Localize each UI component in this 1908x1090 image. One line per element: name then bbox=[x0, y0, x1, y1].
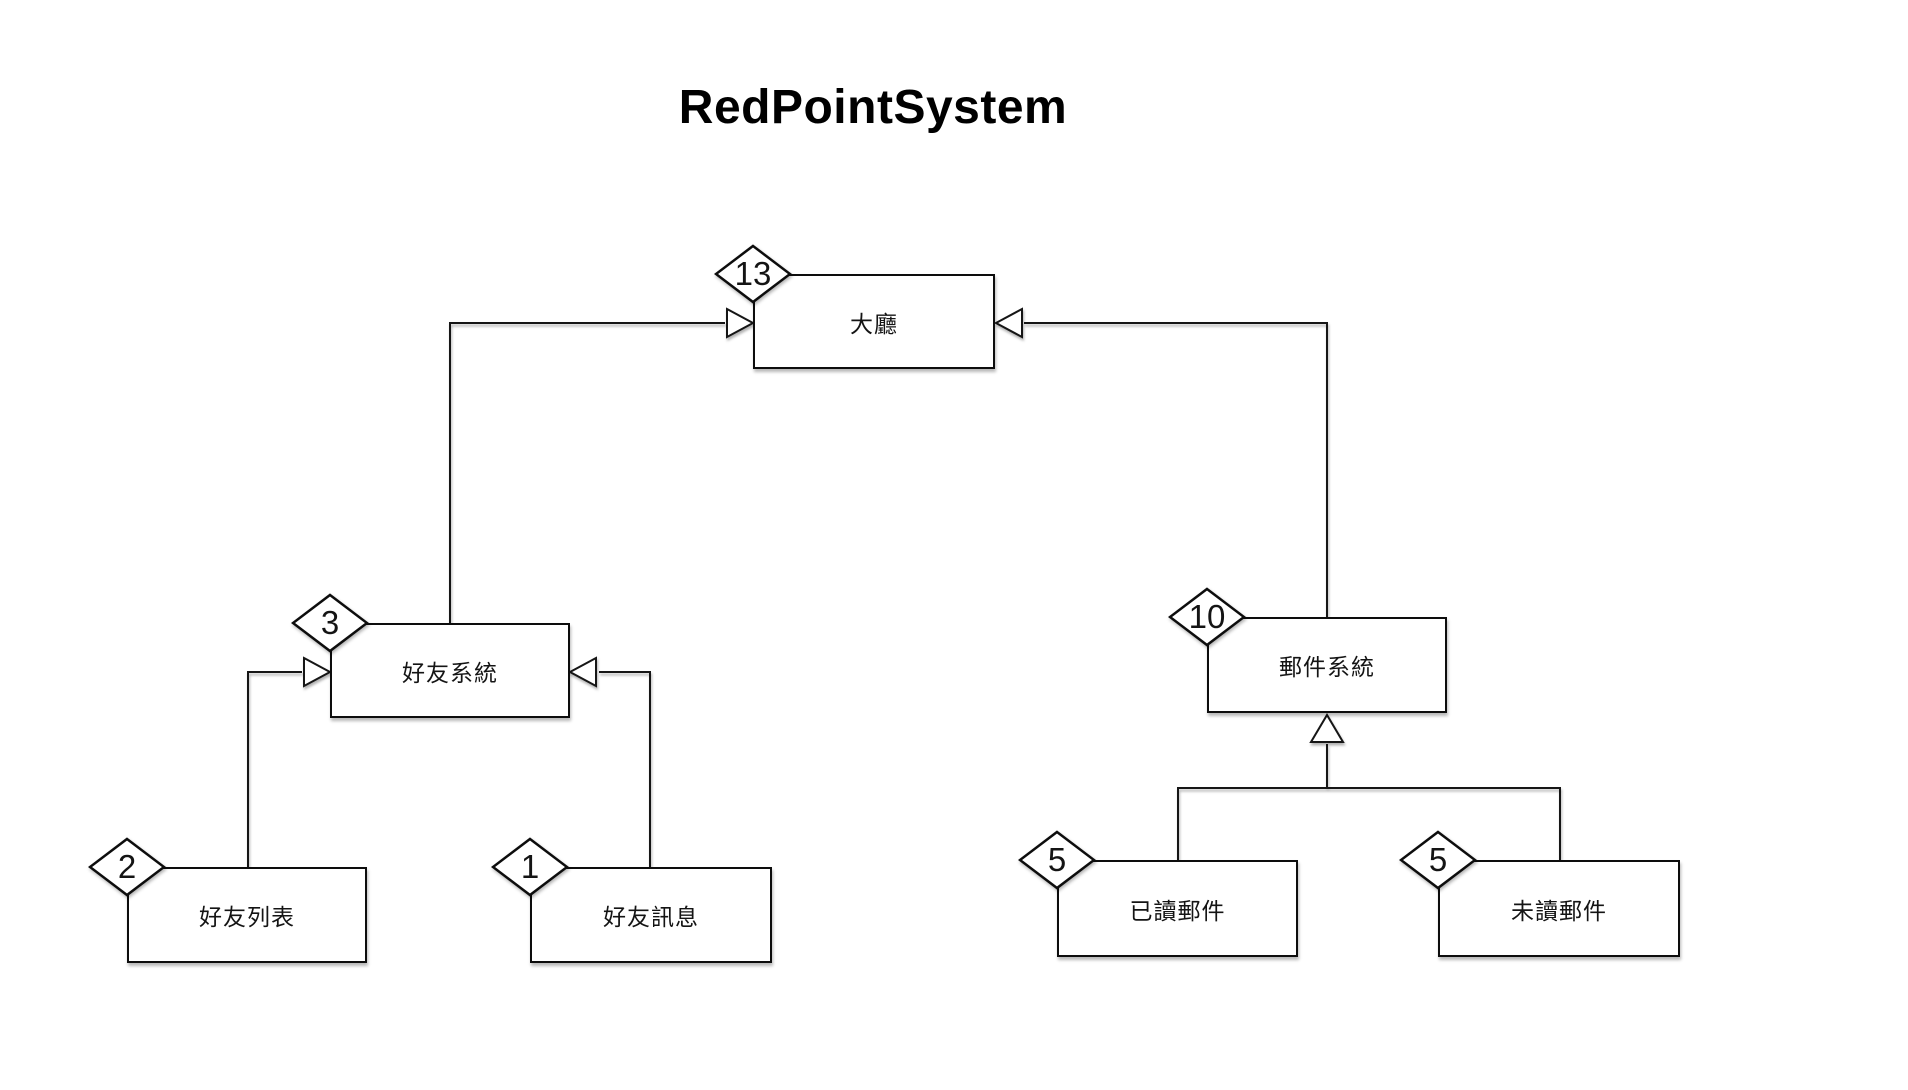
diamond-icon bbox=[1018, 830, 1096, 890]
node-friend-list: 好友列表 2 bbox=[88, 837, 367, 963]
node-lobby-count-badge: 13 bbox=[714, 244, 792, 304]
node-lobby-count: 13 bbox=[734, 255, 772, 292]
diamond-icon bbox=[714, 244, 792, 304]
node-read-mail-count-badge: 5 bbox=[1018, 830, 1096, 890]
diamond-icon bbox=[88, 837, 166, 897]
edge-friend-message-to-friend-system bbox=[599, 671, 651, 869]
node-unread-mail-count-badge: 5 bbox=[1399, 830, 1477, 890]
arrowhead-into-mail-system-bottom-icon bbox=[1309, 713, 1345, 743]
arrowhead-into-friend-system-right-icon bbox=[567, 656, 597, 688]
node-friend-system-count: 3 bbox=[320, 604, 340, 641]
diagram-title: RedPointSystem bbox=[678, 81, 1068, 134]
node-friend-message-label: 好友訊息 bbox=[603, 904, 699, 930]
node-friend-message-count: 1 bbox=[520, 848, 540, 885]
node-friend-list-count: 2 bbox=[117, 848, 137, 885]
node-unread-mail: 未讀郵件 5 bbox=[1399, 830, 1680, 957]
edge-friend-list-to-friend-system bbox=[247, 671, 302, 869]
edge-friend-system-to-lobby bbox=[449, 322, 725, 625]
node-friend-message: 好友訊息 1 bbox=[491, 837, 772, 963]
node-unread-mail-count: 5 bbox=[1428, 841, 1448, 878]
node-lobby-label: 大廳 bbox=[850, 310, 898, 337]
node-read-mail-label: 已讀郵件 bbox=[1129, 897, 1226, 924]
node-friend-list-label: 好友列表 bbox=[199, 904, 295, 930]
edge-mail-children-bus bbox=[1177, 787, 1561, 862]
arrowhead-into-lobby-left-icon bbox=[726, 307, 756, 339]
node-mail-system-count: 10 bbox=[1188, 598, 1226, 635]
arrowhead-into-lobby-right-icon bbox=[993, 307, 1023, 339]
node-mail-system-count-badge: 10 bbox=[1168, 587, 1246, 647]
diamond-icon bbox=[491, 837, 569, 897]
node-mail-system: 郵件系統 10 bbox=[1168, 587, 1447, 713]
node-friend-list-count-badge: 2 bbox=[88, 837, 166, 897]
node-read-mail-count: 5 bbox=[1047, 841, 1067, 878]
node-mail-system-label: 郵件系統 bbox=[1279, 654, 1375, 680]
node-friend-system-label: 好友系統 bbox=[402, 659, 498, 686]
node-friend-message-count-badge: 1 bbox=[491, 837, 569, 897]
diamond-icon bbox=[1399, 830, 1477, 890]
diamond-icon bbox=[291, 593, 369, 653]
node-read-mail: 已讀郵件 5 bbox=[1018, 830, 1298, 957]
node-friend-system-count-badge: 3 bbox=[291, 593, 369, 653]
edge-mail-system-to-lobby bbox=[1024, 322, 1328, 619]
node-lobby: 大廳 13 bbox=[714, 244, 995, 369]
diamond-icon bbox=[1168, 587, 1246, 647]
node-friend-system: 好友系統 3 bbox=[291, 593, 570, 718]
arrowhead-into-friend-system-left-icon bbox=[303, 656, 333, 688]
node-unread-mail-label: 未讀郵件 bbox=[1511, 897, 1607, 924]
